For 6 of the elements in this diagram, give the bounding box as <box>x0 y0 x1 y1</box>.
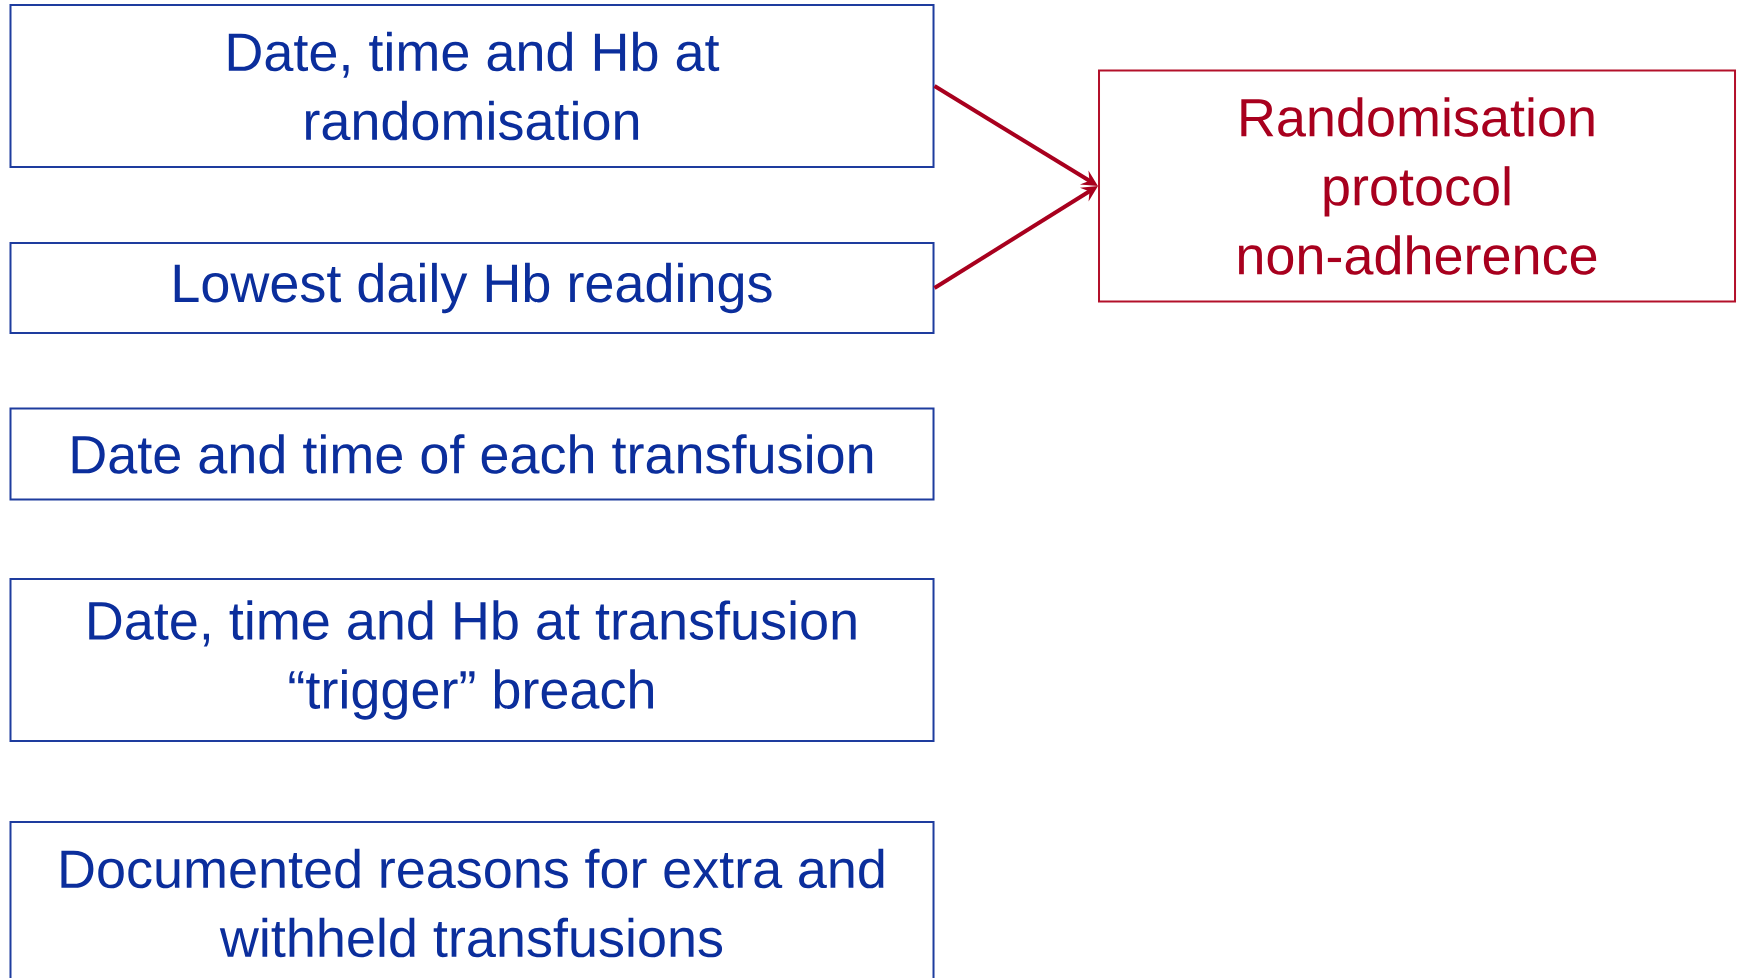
text-box: Date, time and Hb at randomisation <box>9 4 935 168</box>
text-box: Documented reasons for extra and withheld transfusions <box>9 821 935 978</box>
text-box: Lowest daily Hb readings <box>9 242 935 334</box>
text-box: Randomisation protocol non-adherence <box>1098 69 1737 303</box>
text-box: Date and time of each transfusion <box>9 407 935 501</box>
text-box: Date, time and Hb at transfusion “trigger” breach <box>9 578 935 742</box>
